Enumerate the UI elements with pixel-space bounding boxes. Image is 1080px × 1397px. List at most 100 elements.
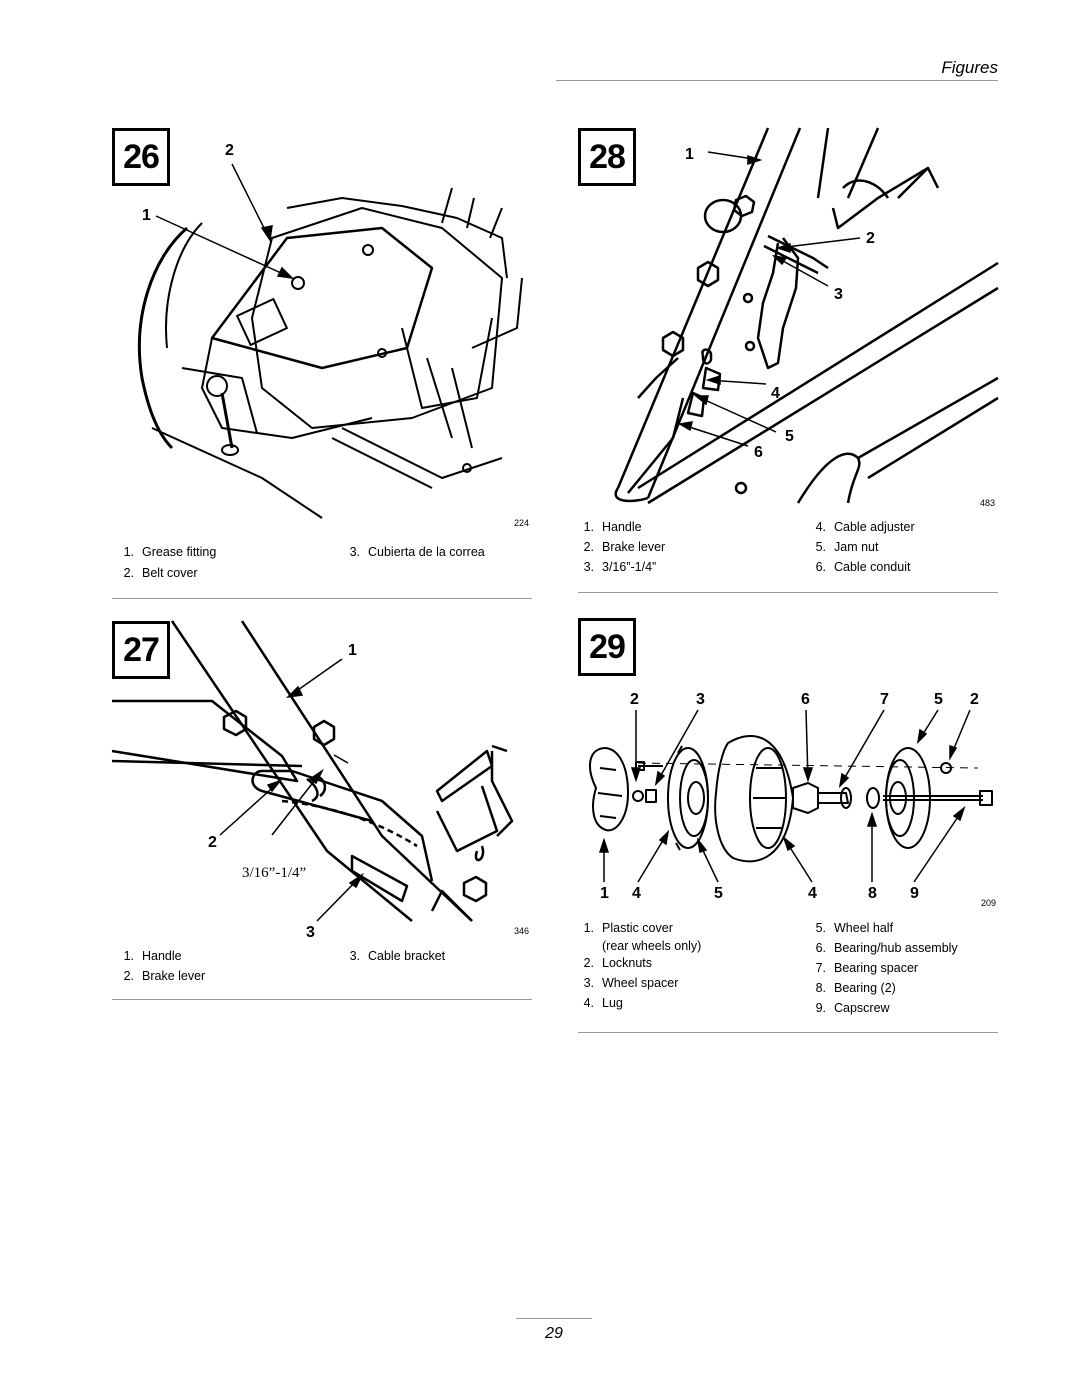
legend-text: Bearing/hub assembly <box>834 941 958 955</box>
legend-text: Cable conduit <box>834 560 911 574</box>
figure-27-legend: 1. Handle 2.Brake lever 3.Cable bracket <box>108 946 528 988</box>
legend-item: 2. Locknuts <box>568 953 652 973</box>
header-divider <box>556 80 998 81</box>
legend-text: Handle <box>602 520 642 534</box>
legend-number: 2. <box>123 566 134 580</box>
legend-text: Lug <box>602 996 623 1010</box>
legend-number: 1. <box>583 520 594 534</box>
dimension-label: 3/16”-1/4” <box>242 865 306 881</box>
figure-27-number: 27 <box>112 621 170 679</box>
legend-item: 2.Brake lever <box>108 966 206 986</box>
legend-item: 4. Lug <box>568 993 623 1013</box>
legend-text: Handle <box>142 949 182 963</box>
callout-label: 6 <box>754 444 763 461</box>
legend-number: 9. <box>815 1001 826 1015</box>
legend-number: 1. <box>123 545 134 559</box>
callout-label: 2 <box>866 230 875 247</box>
legend-item: 4. Cable adjuster <box>800 517 915 537</box>
callout-label: 6 <box>801 691 810 708</box>
figure-code: 483 <box>980 498 996 508</box>
legend-number: 3. <box>349 545 360 559</box>
callout-label: 4 <box>632 885 641 902</box>
figure-28-legend: 1. Handle 2. Brake lever 3. 3/16”-1/4” 4. Ca… <box>568 517 998 579</box>
callout-label: 9 <box>910 885 919 902</box>
callout-label: 3 <box>834 286 843 303</box>
legend-item: 1. Handle <box>108 946 182 966</box>
legend-text: Brake lever <box>602 540 666 554</box>
legend-text: Cable adjuster <box>834 520 915 534</box>
legend-item: 6.Bearing/hub assembly <box>800 938 958 958</box>
figure-26-number: 26 <box>112 128 170 186</box>
legend-number: 4. <box>583 996 594 1010</box>
legend-item: 3.Cable bracket <box>334 946 446 966</box>
legend-number: 7. <box>815 961 826 975</box>
legend-item: 6. Cable conduit <box>800 557 911 577</box>
callout-label: 1 <box>142 207 151 224</box>
legend-text: Grease fitting <box>142 545 217 559</box>
callout-label: 1 <box>348 642 357 659</box>
figure-29-number: 29 <box>578 618 636 676</box>
legend-number: 1. <box>583 921 594 935</box>
legend-text: Capscrew <box>834 1001 890 1015</box>
legend-text: Brake lever <box>142 969 206 983</box>
legend-text: Bearing (2) <box>834 981 896 995</box>
callout-label: 1 <box>685 146 694 163</box>
legend-number: 2. <box>583 540 594 554</box>
legend-item: 2. Brake lever <box>568 537 666 557</box>
callout-label: 5 <box>785 428 794 445</box>
figure-27-illustration: 1 2 3 3/16”-1/4” <box>111 620 514 941</box>
legend-number: 1. <box>123 949 134 963</box>
legend-number: 2. <box>583 956 594 970</box>
legend-text: Cubierta de la correa <box>368 545 485 559</box>
legend-number: 3. <box>583 976 594 990</box>
legend-item: 8. Bearing (2) <box>800 978 896 998</box>
legend-item: 2. Belt cover <box>108 563 198 583</box>
legend-number: 3. <box>349 949 360 963</box>
legend-number: 4. <box>815 520 826 534</box>
legend-item: 9. Capscrew <box>800 998 890 1018</box>
legend-number: 5. <box>815 540 826 554</box>
callout-label: 3 <box>306 924 315 941</box>
legend-item: 3. 3/16”-1/4” <box>568 557 657 577</box>
legend-item: 7. Bearing spacer <box>800 958 919 978</box>
callout-label: 1 <box>600 885 609 902</box>
legend-text: Wheel half <box>834 921 894 935</box>
figure-26-illustration: 2 1 <box>138 142 523 519</box>
legend-item: 3. Cubierta de la correa <box>334 542 485 562</box>
callout-label: 5 <box>714 885 723 902</box>
legend-text: Jam nut <box>834 540 879 554</box>
figure-29-illustration: 2 3 6 7 5 2 1 4 5 4 8 9 <box>589 691 993 902</box>
footer-divider <box>516 1318 592 1319</box>
legend-subtext: (rear wheels only) <box>602 939 702 953</box>
legend-number: 5. <box>815 921 826 935</box>
callout-label: 7 <box>880 691 889 708</box>
legend-item: 1. Grease fitting <box>108 542 217 562</box>
legend-number: 3. <box>583 560 594 574</box>
callout-label: 5 <box>934 691 943 708</box>
figure-code: 224 <box>514 518 530 528</box>
callout-label: 2 <box>970 691 979 708</box>
figure-28-illustration: 1 2 3 4 5 6 <box>614 127 999 505</box>
figure-code: 346 <box>514 926 530 936</box>
legend-text: Bearing spacer <box>834 961 919 975</box>
legend-text: Locknuts <box>602 956 653 970</box>
legend-text: Wheel spacer <box>602 976 679 990</box>
section-title: Figures <box>941 58 998 77</box>
callout-label: 2 <box>630 691 639 708</box>
figure-26-legend: 1. Grease fitting 2. Belt cover 3. Cubierta… <box>108 542 528 587</box>
section-divider <box>578 1032 998 1033</box>
callout-label: 2 <box>208 834 217 851</box>
callout-label: 3 <box>696 691 705 708</box>
callout-label: 2 <box>225 142 234 159</box>
section-divider <box>112 999 532 1000</box>
callout-label: 4 <box>808 885 817 902</box>
section-divider <box>578 592 998 593</box>
legend-text: Belt cover <box>142 566 198 580</box>
legend-item: 1. Handle <box>568 517 642 537</box>
legend-number: 6. <box>815 560 826 574</box>
legend-text: 3/16”-1/4” <box>602 560 657 574</box>
section-divider <box>112 598 532 599</box>
page-number: 29 <box>545 1325 563 1342</box>
legend-item: 3. Wheel spacer <box>568 973 679 993</box>
legend-number: 8. <box>815 981 826 995</box>
